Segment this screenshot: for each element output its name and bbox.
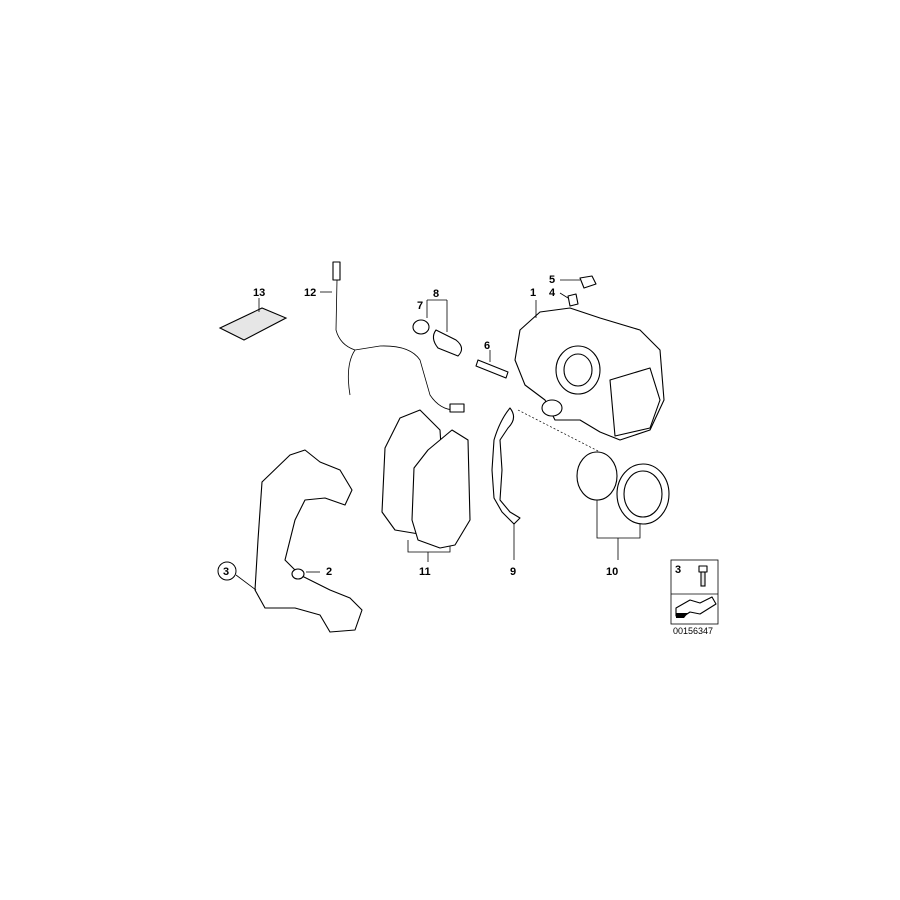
legend-box-label: 3	[675, 564, 681, 576]
label-1: 1	[530, 287, 536, 299]
part-10-seal-kit[interactable]	[517, 409, 670, 560]
label-10: 10	[606, 566, 618, 578]
label-12: 12	[304, 287, 316, 299]
label-5: 5	[549, 274, 555, 286]
label-2: 2	[326, 566, 332, 578]
label-4: 4	[549, 287, 556, 299]
label-11: 11	[419, 566, 431, 578]
part-1-brake-caliper[interactable]	[514, 300, 665, 441]
label-9: 9	[510, 566, 516, 578]
part-11-brake-pads[interactable]	[381, 409, 471, 562]
part-7-8-guide-bushing[interactable]	[412, 299, 463, 357]
label-6: 6	[484, 340, 490, 352]
part-12-wear-sensor[interactable]	[320, 261, 465, 413]
part-3-bolt-reference[interactable]	[217, 561, 257, 591]
label-8: 8	[433, 288, 439, 300]
part-13-grease-packet[interactable]	[218, 298, 288, 341]
legend-box	[670, 559, 719, 625]
label-3: 3	[223, 566, 229, 578]
bolt-icon	[698, 565, 708, 573]
part-6-guide-pin[interactable]	[475, 350, 509, 379]
label-7: 7	[417, 300, 423, 312]
part-4-5-bleeder-valve[interactable]	[559, 275, 597, 307]
diagram-code: 00156347	[673, 626, 713, 636]
label-13: 13	[253, 287, 265, 299]
part-2-caliper-carrier[interactable]	[254, 449, 363, 633]
part-9-anti-rattle-spring[interactable]	[491, 407, 521, 560]
